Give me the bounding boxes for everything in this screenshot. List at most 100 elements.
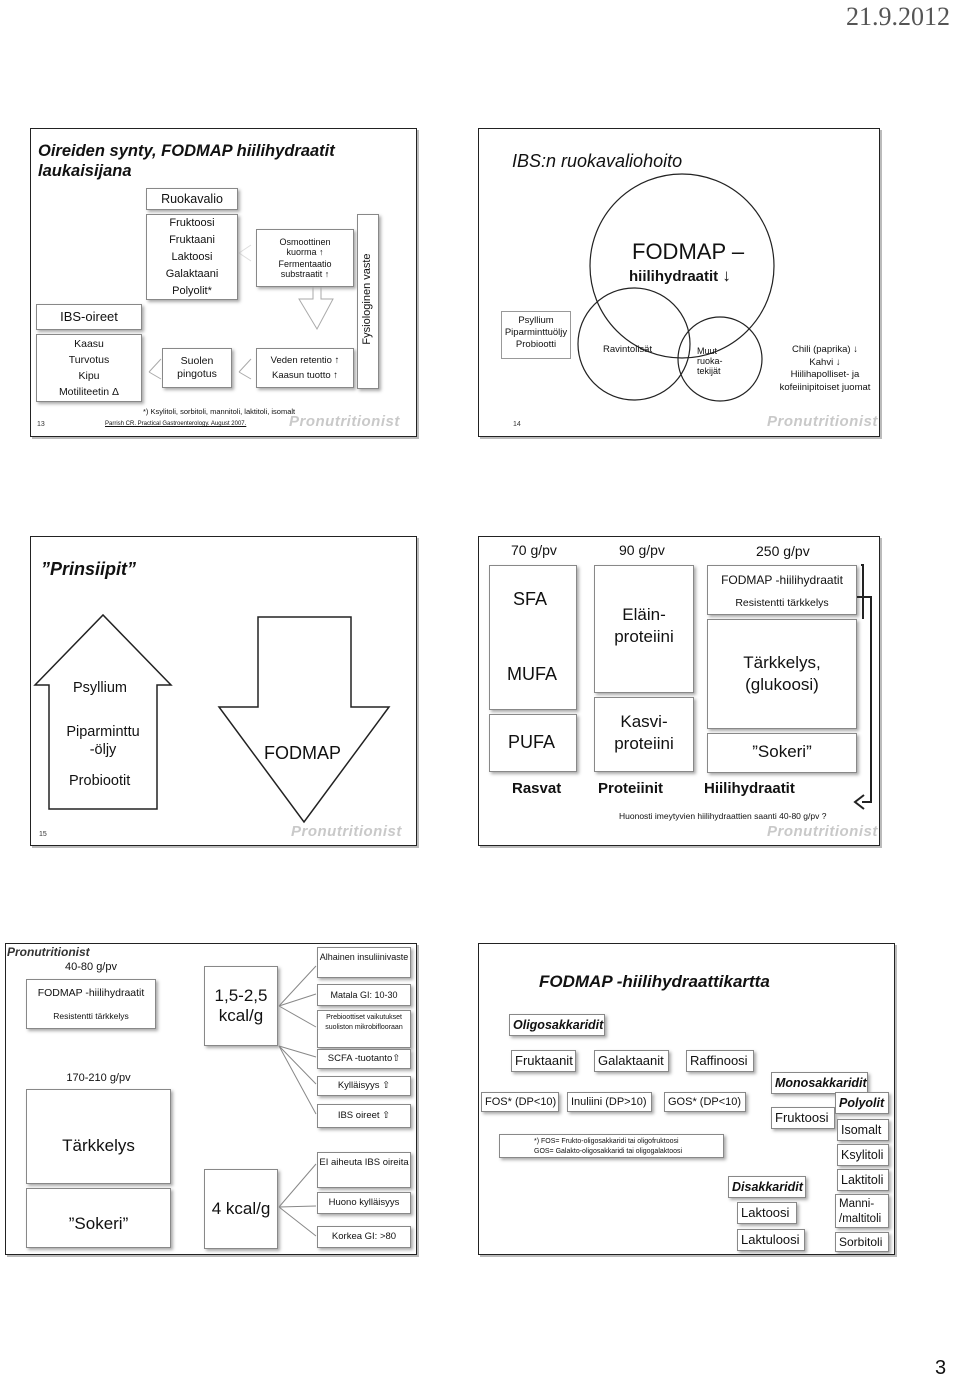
polyol-item-box: Manni- /maltitoli xyxy=(835,1194,889,1228)
down-arrow-icon: ↓ xyxy=(835,356,841,368)
raffinoosi-box: Raffinoosi xyxy=(686,1050,754,1072)
sokeri-label: ”Sokeri” xyxy=(68,1214,129,1233)
gos-label: GOS* (DP<10) xyxy=(668,1096,742,1108)
protein-item: proteiini xyxy=(614,734,674,753)
kcal1-box: 1,5-2,5 kcal/g xyxy=(204,966,278,1046)
polyol-item: Ksylitoli xyxy=(841,1148,884,1162)
page-date: 21.9.2012 xyxy=(846,2,950,31)
note-line: GOS= Galakto-oligosakkaridi tai oligogal… xyxy=(534,1148,683,1155)
effect-box: Kylläisyys ⇧ xyxy=(317,1076,411,1096)
effect-box: IBS oireet ⇧ xyxy=(317,1104,411,1128)
carb-mid-label: Tärkkelys, xyxy=(743,653,821,672)
bracket-lines xyxy=(853,564,872,810)
slide-14: IBS:n ruokavaliohoito Psyllium Piparmint… xyxy=(478,128,880,437)
polyolit-box: Polyolit xyxy=(835,1092,889,1114)
raffinoosi-label: Raffinoosi xyxy=(690,1053,748,1068)
slide-18: FODMAP -hiilihydraattikartta Oligosakkar… xyxy=(478,943,895,1255)
chili-line: Kahvi xyxy=(809,356,834,368)
osmo-label: Osmoottinen kuorma xyxy=(279,237,331,257)
kcal2-label: 4 kcal/g xyxy=(211,1199,271,1218)
laktuloosi-label: Laktuloosi xyxy=(741,1232,800,1247)
protein-item: Kasvi- xyxy=(620,712,668,731)
ibs-item: Motiliteetin Δ xyxy=(58,386,120,398)
fat-item: MUFA xyxy=(507,664,558,684)
up-item-block: Piparminttu -öljy xyxy=(63,723,143,759)
ibs-items-box: Kaasu Turvotus Kipu Motiliteetin Δ xyxy=(36,334,142,402)
veden-label: Veden retentio xyxy=(270,355,332,366)
kaasun-label: Kaasun tuotto xyxy=(271,370,331,381)
fos-label: FOS* (DP<10) xyxy=(485,1096,557,1108)
slide-number: 15 xyxy=(39,831,47,838)
fat-item: PUFA xyxy=(508,732,556,752)
resistentti-label: Resistentti tärkkelys xyxy=(53,1011,129,1021)
effect-label: Huono kylläisyys xyxy=(328,1197,400,1208)
fat-item: SFA xyxy=(513,589,548,609)
carb-bottom-box xyxy=(707,733,857,773)
slide-13: Oireiden synty, FODMAP hiilihydraatit la… xyxy=(30,128,417,437)
fos-box: FOS* (DP<10) xyxy=(481,1092,559,1112)
muut-line: tekijät xyxy=(697,366,721,376)
sokeri-box xyxy=(26,1188,171,1248)
slide-16: 70 g/pv 90 g/pv 250 g/pv SFA MUFA PUFA E… xyxy=(478,536,880,846)
polyol-item: Laktitoli xyxy=(841,1173,884,1187)
intake-note: Huonosti imeytyvien hiilihydraattien saa… xyxy=(619,811,827,821)
footnote: *) Ksylitoli, sorbitoli, mannitoli, lakt… xyxy=(143,407,296,416)
polyol-item: Isomalt xyxy=(841,1123,882,1137)
effect-label: IBS oireet ⇧ xyxy=(337,1110,391,1121)
supplement-line: Psyllium xyxy=(518,315,554,326)
slide-number: 14 xyxy=(513,421,521,428)
fysio-box: Fysiologinen vaste xyxy=(357,214,379,389)
ruokavalio-box: Ruokavalio xyxy=(146,188,238,210)
rate-label: 250 g/pv xyxy=(756,543,810,559)
slide-title: ”Prinsiipit” xyxy=(41,559,137,579)
rate-label: 70 g/pv xyxy=(511,542,557,558)
carb-item: Laktoosi xyxy=(171,250,213,263)
ibs-item: Kipu xyxy=(78,370,100,382)
down-arrow-icon: ↓ xyxy=(722,266,731,285)
polyolit-label: Polyolit xyxy=(839,1096,885,1110)
watermark-logo: Pronutritionist xyxy=(291,823,402,840)
muut-label: Muut ruoka- tekijät xyxy=(697,346,723,376)
effect-label: SCFA -tuotanto⇧ xyxy=(327,1053,401,1064)
slide-title: IBS:n ruokavaliohoito xyxy=(512,151,683,171)
muut-line: ruoka- xyxy=(697,356,723,366)
up-item: Psyllium xyxy=(73,680,127,696)
slide-title: Oireiden synty, FODMAP hiilihydraatit la… xyxy=(38,142,335,180)
mono-label: Monosakkaridit xyxy=(775,1076,867,1090)
up-item: -öljy xyxy=(89,742,117,758)
effect-label: EI aiheuta IBS oireita xyxy=(319,1157,409,1168)
ruokavalio-label: Ruokavalio xyxy=(161,192,223,206)
fruktoosi-box: Fruktoosi xyxy=(771,1107,835,1129)
ibs-item: Turvotus xyxy=(68,354,110,366)
watermark-logo: Pronutritionist xyxy=(7,945,90,959)
tarkkelys-label: Tärkkelys xyxy=(62,1136,135,1155)
effect-label: Prebioottiset vaikutukset suoliston mikr… xyxy=(325,1014,403,1031)
kcal1-label: 1,5-2,5 kcal/g xyxy=(214,986,268,1025)
effect-box: Huono kylläisyys xyxy=(317,1192,411,1214)
gos-box: GOS* (DP<10) xyxy=(664,1092,746,1112)
laktoosi-box: Laktoosi xyxy=(737,1202,797,1224)
notes-box: *) FOS= Frukto-oligosakkaridi tai oligof… xyxy=(499,1134,724,1158)
effect-box: Prebioottiset vaikutukset suoliston mikr… xyxy=(317,1010,411,1048)
tarkkelys-box xyxy=(26,1089,171,1184)
disakkaridit-box: Disakkaridit xyxy=(728,1176,806,1198)
inuliini-box: Inuliini (DP>10) xyxy=(567,1092,652,1112)
carb-item: Fruktaani xyxy=(169,233,215,246)
veden-box: Veden retentio ↑ Kaasun tuotto ↑ xyxy=(256,348,354,388)
galaktaanit-label: Galaktaanit xyxy=(598,1053,664,1068)
ravinto-label: Ravintolisät xyxy=(603,344,653,355)
fruktaanit-label: Fruktaanit xyxy=(515,1053,573,1068)
galaktaanit-box: Galaktaanit xyxy=(594,1050,669,1072)
protein-top-box xyxy=(594,565,694,693)
polyol-item-box: Ksylitoli xyxy=(837,1144,889,1166)
fat-top-box xyxy=(489,565,577,710)
chili-line: Chili (paprika) xyxy=(792,344,851,355)
fruktaanit-box: Fruktaanit xyxy=(511,1050,576,1072)
flow-connectors xyxy=(148,244,334,380)
carb-top-label: FODMAP -hiilihydraatit xyxy=(721,573,843,587)
fat-bottom-box xyxy=(489,714,577,772)
polyol-item: Manni- xyxy=(839,1198,875,1210)
oligo-label: Oligosakkaridit xyxy=(513,1018,604,1032)
polyol-item: /maltitoli xyxy=(839,1213,882,1225)
chili-block: Chili (paprika) ↓ Kahvi ↓ Hiilihapollise… xyxy=(775,344,875,394)
